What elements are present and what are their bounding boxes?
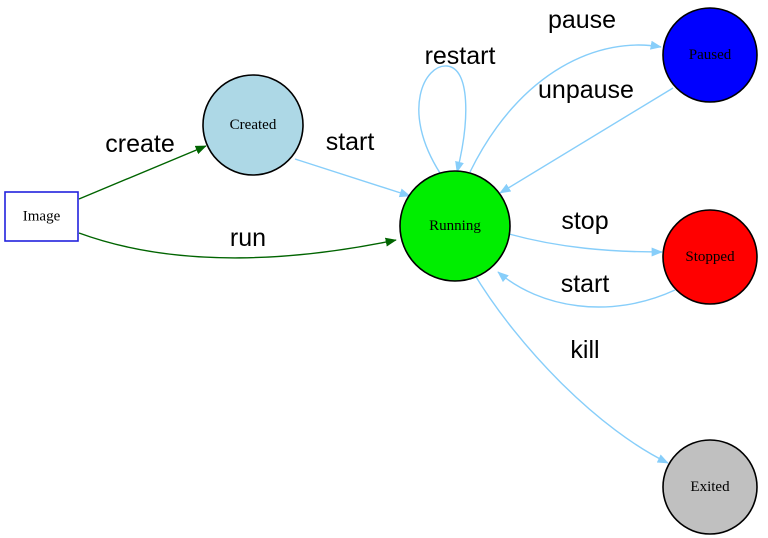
node-label-exited: Exited (690, 479, 730, 495)
edge-start-stopped[interactable] (497, 271, 676, 308)
node-exited[interactable]: Exited (662, 439, 758, 535)
edge-label-start-stopped: start (561, 270, 610, 298)
edge-create[interactable] (78, 145, 207, 200)
node-stopped[interactable]: Stopped (662, 209, 758, 305)
node-shape-running (399, 170, 511, 282)
edge-label-run: run (230, 224, 266, 252)
edge-run[interactable] (78, 232, 397, 259)
edge-label-create: create (105, 130, 174, 158)
node-shape-paused (662, 7, 758, 103)
node-label-paused: Paused (689, 47, 732, 63)
node-image[interactable]: Image (4, 191, 79, 242)
node-label-stopped: Stopped (685, 249, 735, 265)
edge-kill[interactable] (472, 271, 669, 464)
edge-pause[interactable] (469, 40, 662, 173)
node-shape-stopped (662, 209, 758, 305)
node-label-running: Running (429, 218, 481, 234)
edge-label-restart: restart (425, 42, 496, 70)
node-shape-created (202, 74, 304, 176)
edge-label-kill: kill (570, 336, 599, 364)
edge-unpause[interactable] (499, 87, 674, 194)
edge-start-created[interactable] (294, 158, 411, 198)
node-label-created: Created (230, 117, 277, 133)
node-running[interactable]: Running (399, 170, 511, 282)
node-label-image: Image (23, 209, 61, 225)
node-shape-exited (662, 439, 758, 535)
edge-label-start-created: start (326, 128, 375, 156)
node-shape-image (4, 191, 79, 242)
edge-label-unpause: unpause (538, 76, 634, 104)
edge-label-stop: stop (561, 207, 608, 235)
node-created[interactable]: Created (202, 74, 304, 176)
edge-restart[interactable] (418, 65, 467, 174)
edges-layer (78, 40, 676, 464)
node-paused[interactable]: Paused (662, 7, 758, 103)
edge-stop[interactable] (508, 233, 663, 257)
edge-label-pause: pause (548, 6, 616, 34)
edge-labels-layer: create run start restart pause unpause stop sta… (105, 6, 634, 364)
